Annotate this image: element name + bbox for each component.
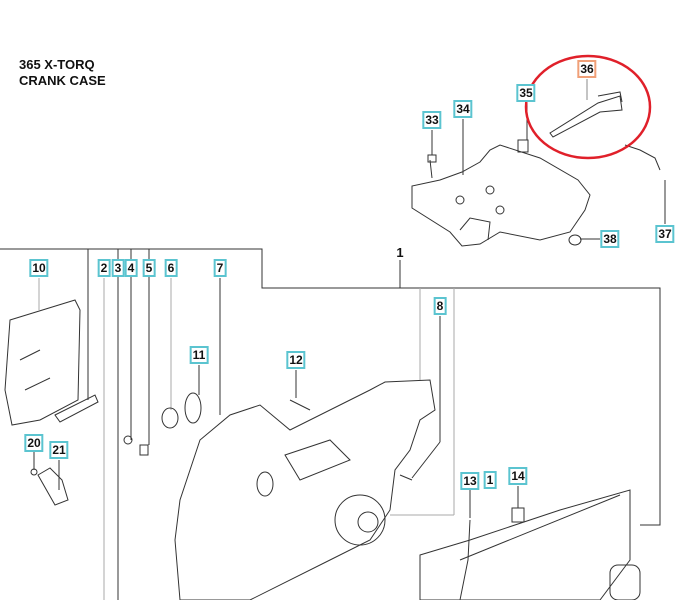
cylinder-cover-part (411, 139, 661, 247)
part-label-34[interactable]: 34 (453, 100, 473, 118)
part-label-7[interactable]: 7 (213, 259, 227, 277)
left-side-parts (4, 299, 525, 523)
part-label-4[interactable]: 4 (124, 259, 138, 277)
part-label-1b[interactable]: 1 (483, 471, 497, 489)
part-label-13[interactable]: 13 (460, 472, 480, 490)
model-name: 365 X-TORQ (19, 57, 95, 72)
part-label-38[interactable]: 38 (600, 230, 620, 248)
section-name: CRANK CASE (19, 73, 106, 88)
part-label-5[interactable]: 5 (142, 259, 156, 277)
part-label-21[interactable]: 21 (49, 441, 69, 459)
part-label-14[interactable]: 14 (508, 467, 528, 485)
crank-case-part (174, 379, 641, 600)
part-label-1[interactable]: 1 (396, 245, 404, 260)
part-label-35[interactable]: 35 (516, 84, 536, 102)
part-label-6[interactable]: 6 (164, 259, 178, 277)
part-label-12[interactable]: 12 (286, 351, 306, 369)
part-label-11[interactable]: 11 (189, 346, 209, 364)
part-label-2[interactable]: 2 (97, 259, 111, 277)
diagram-title: 365 X-TORQ CRANK CASE (19, 57, 106, 89)
part-label-20[interactable]: 20 (24, 434, 44, 452)
leader-lines (0, 79, 666, 600)
part-label-33[interactable]: 33 (422, 111, 442, 129)
part-label-36[interactable]: 36 (577, 60, 597, 78)
part-label-8[interactable]: 8 (433, 297, 447, 315)
part-label-37[interactable]: 37 (655, 225, 675, 243)
highlight-circle (524, 54, 652, 160)
part-label-10[interactable]: 10 (29, 259, 49, 277)
part-label-3[interactable]: 3 (111, 259, 125, 277)
wire-harness-part-36 (549, 91, 623, 138)
